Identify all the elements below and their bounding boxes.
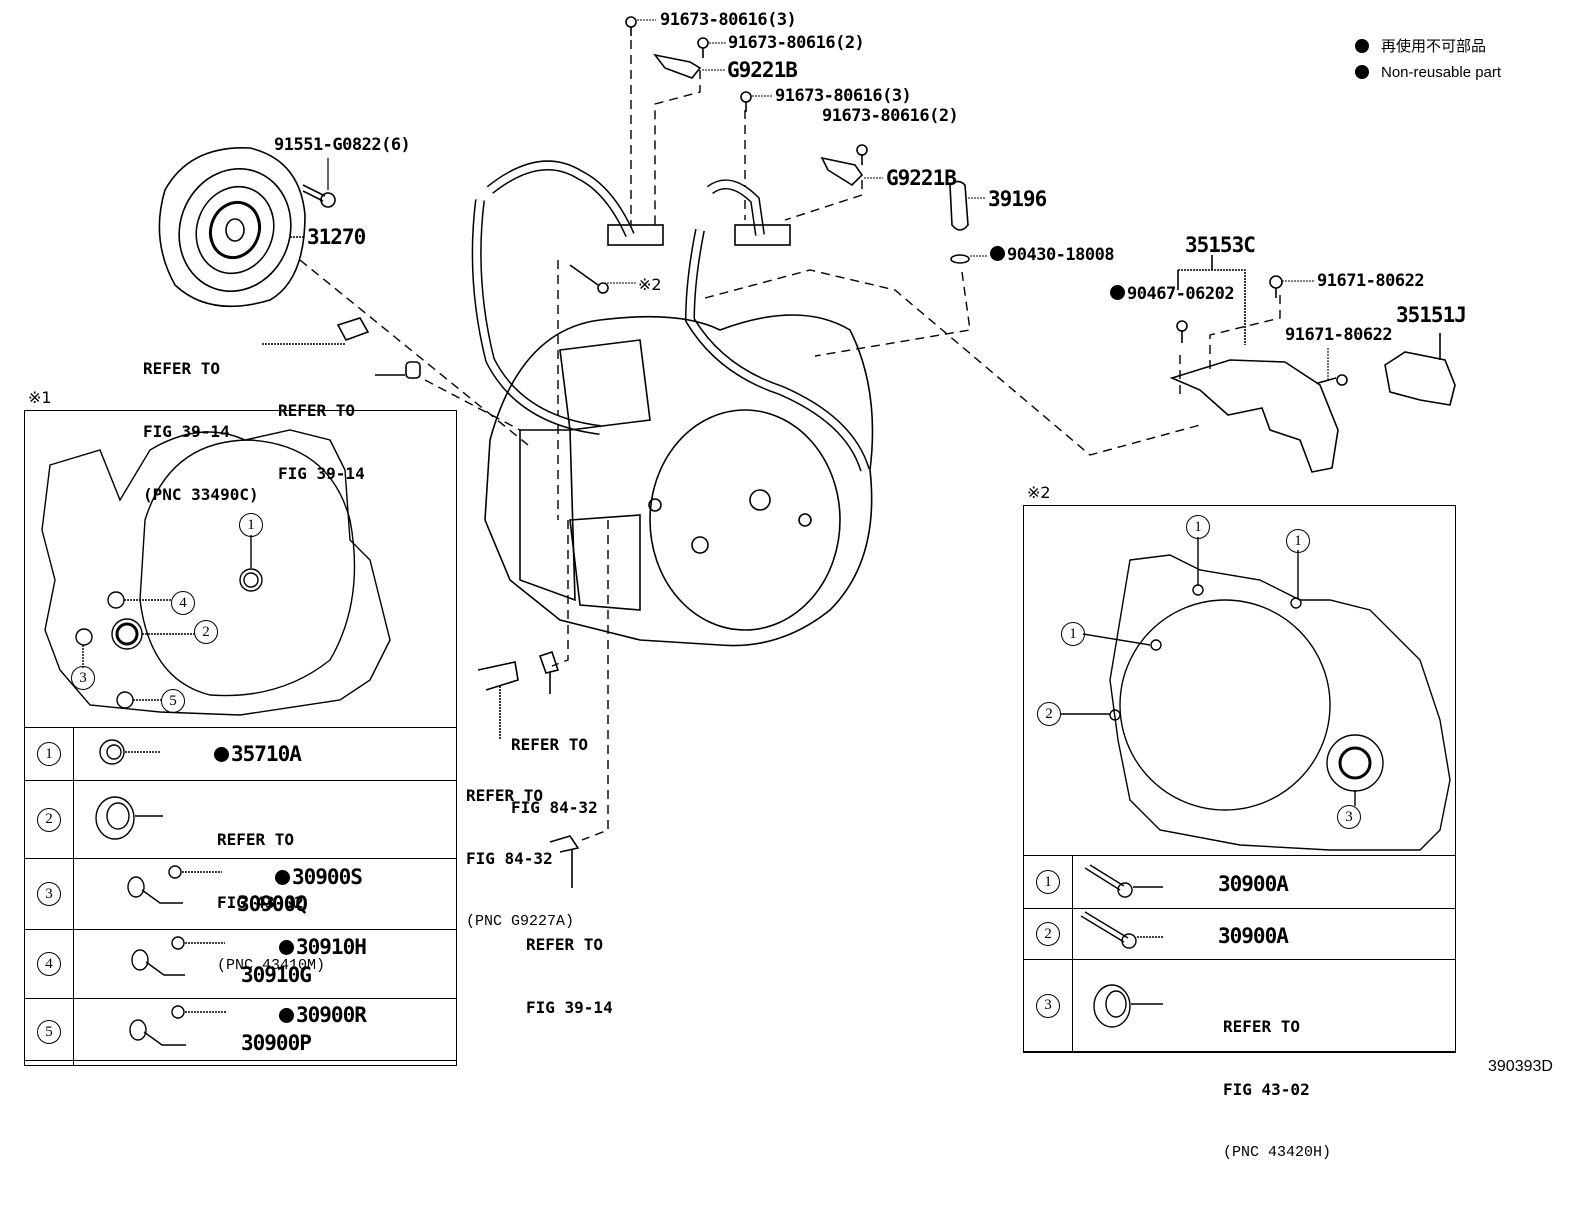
callout-clip-90467-06202[interactable]: 90467-06202 — [1110, 285, 1235, 303]
part-30900q[interactable]: 30900Q — [237, 892, 308, 916]
inset1-marker-1[interactable]: 1 — [239, 513, 263, 537]
inset2-marker-3[interactable]: 3 — [1337, 805, 1361, 829]
part-30910h[interactable]: 30910H — [279, 937, 367, 958]
drive-plate-bolt-drawing — [302, 184, 336, 208]
inset1-title: ※1 — [28, 388, 52, 407]
legend: 再使用不可部品 Non-reusable part — [1355, 34, 1501, 86]
callout-sensor-39196[interactable]: 39196 — [988, 187, 1047, 211]
filled-circle-icon — [1355, 65, 1369, 79]
inset2-marker-1b[interactable]: 1 — [1286, 529, 1310, 553]
inset2-marker-2[interactable]: 2 — [1037, 702, 1061, 726]
filled-circle-icon — [1355, 39, 1369, 53]
ref-hose-fig-84-32[interactable]: REFER TO FIG 84-32 (PNC G9227A) — [466, 786, 575, 930]
legend-item-en: Non-reusable part — [1355, 60, 1501, 86]
inset2-panel — [1023, 505, 1456, 1053]
part-30900s[interactable]: 30900S — [275, 867, 363, 888]
legend-item-jp: 再使用不可部品 — [1355, 34, 1501, 60]
inset1-row-4: 4 30910H 30910G — [24, 929, 457, 999]
part-30910g[interactable]: 30910G — [241, 963, 312, 987]
ref-hose-clip-fig-84-32[interactable]: REFER TO FIG 84-32 — [511, 735, 598, 817]
inset1-row-2: 2 REFER TO FIG 43-02 (PNC 43410M) — [24, 780, 457, 974]
non-reusable-dot-icon — [990, 246, 1005, 261]
callout-drive-plate-31270[interactable]: 31270 — [307, 225, 366, 249]
part-35710a[interactable]: 35710A — [214, 744, 302, 765]
non-reusable-dot-icon — [279, 1008, 294, 1023]
callout-bracket-g9221b-1[interactable]: G9221B — [727, 58, 798, 82]
row-number: 1 — [37, 742, 61, 766]
inset2-row-1: 1 30900A — [1023, 855, 1456, 909]
inset1-marker-4[interactable]: 4 — [171, 591, 195, 615]
figure-code: 390393D — [1488, 1058, 1553, 1075]
callout-cover-35151j[interactable]: 35151J — [1396, 303, 1467, 327]
part-30900a-1[interactable]: 30900A — [1218, 872, 1289, 896]
non-reusable-dot-icon — [1110, 285, 1125, 300]
non-reusable-dot-icon — [214, 747, 229, 762]
ref-shaft-fig-39-14[interactable]: REFER TO FIG 39-14 (PNC 33490C) — [143, 359, 259, 504]
callout-cover-35153c[interactable]: 35153C — [1185, 233, 1256, 257]
ref-fig-43-02-43420h[interactable]: REFER TO FIG 43-02 (PNC 43420H) — [1223, 1017, 1332, 1161]
callout-bolt-91551-g0822[interactable]: 91551-G0822(6) — [274, 135, 411, 155]
inset2-marker-1a[interactable]: 1 — [1186, 515, 1210, 539]
row-number: 2 — [1036, 922, 1060, 946]
row-number: 3 — [1036, 993, 1060, 1018]
inset2-housing-drawing — [1060, 537, 1451, 851]
inset1-parts-table: 1 35710A 2 REFER TO FIG 43-02 (PNC 43410… — [24, 727, 457, 1066]
callout-bolt-91671-80622-1[interactable]: 91671-80622 — [1317, 271, 1425, 291]
part-30900a-2[interactable]: 30900A — [1218, 924, 1289, 948]
inset2-row-2: 2 30900A — [1023, 908, 1456, 960]
inset2-marker-1c[interactable]: 1 — [1061, 622, 1085, 646]
inset1-marker-5[interactable]: 5 — [161, 689, 185, 713]
row-number: 3 — [37, 882, 61, 906]
callout-bolt-91673-80616-2-top[interactable]: 91673-80616(2) — [728, 33, 865, 53]
row-number: 5 — [37, 1020, 61, 1044]
inset2-row-3: 3 REFER TO FIG 43-02 (PNC 43420H) — [1023, 959, 1456, 1161]
callout-gasket-90430-18008[interactable]: 90430-18008 — [990, 246, 1115, 264]
inset1-housing-drawing — [41, 429, 391, 716]
row-number: 1 — [1036, 870, 1060, 894]
part-30900r[interactable]: 30900R — [279, 1005, 367, 1026]
callout-bolt-91671-80622-2[interactable]: 91671-80622 — [1285, 325, 1393, 345]
row-number: 4 — [37, 952, 61, 976]
non-reusable-dot-icon — [279, 940, 294, 955]
inset1-marker-3[interactable]: 3 — [71, 666, 95, 690]
non-reusable-dot-icon — [275, 870, 290, 885]
inset1-row-1: 1 35710A — [24, 727, 457, 781]
inset2-title: ※2 — [1027, 483, 1051, 502]
row-number: 2 — [37, 807, 61, 832]
inset1-row-3: 3 30900S 30900Q — [24, 858, 457, 930]
callout-bolt-91673-80616-3-top[interactable]: 91673-80616(3) — [660, 10, 797, 30]
inset1-row-5: 5 30900R 30900P — [24, 998, 457, 1066]
drive-plate-drawing — [158, 147, 306, 308]
part-30900p[interactable]: 30900P — [241, 1031, 312, 1055]
callout-bolt-91673-80616-2-mid[interactable]: 91673-80616(2) — [822, 106, 959, 126]
callout-bolt-91673-80616-3-mid[interactable]: 91673-80616(3) — [775, 86, 912, 106]
inset2-parts-table: 1 30900A 2 30900A 3 REFER TO FIG 43-02 (… — [1023, 855, 1456, 1161]
inset1-marker-2[interactable]: 2 — [194, 620, 218, 644]
callout-bracket-g9221b-2[interactable]: G9221B — [886, 166, 957, 190]
ref-bottom-fig-39-14[interactable]: REFER TO FIG 39-14 — [526, 935, 613, 1017]
note-ref-2[interactable]: ※2 — [638, 275, 662, 294]
